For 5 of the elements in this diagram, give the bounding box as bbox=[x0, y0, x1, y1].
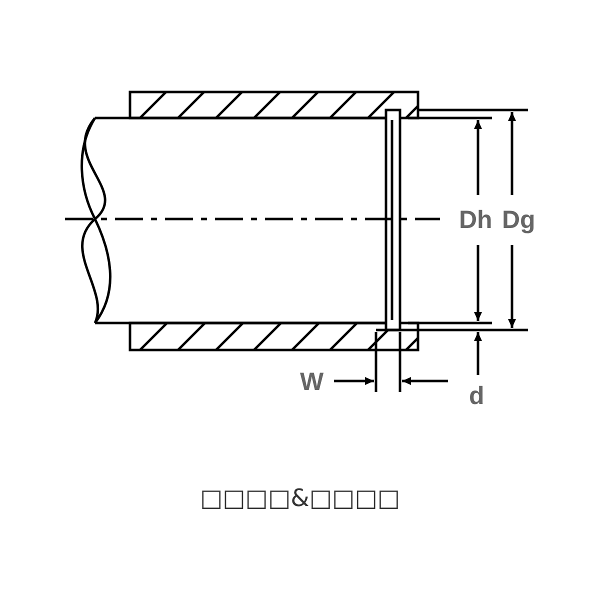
dimension-label: W bbox=[300, 370, 324, 395]
dimension-label: d bbox=[469, 384, 484, 409]
dimension-label: Dh bbox=[459, 208, 492, 233]
dimension-label: Dg bbox=[502, 208, 536, 233]
caption: □□□□&□□□□ bbox=[198, 484, 402, 512]
